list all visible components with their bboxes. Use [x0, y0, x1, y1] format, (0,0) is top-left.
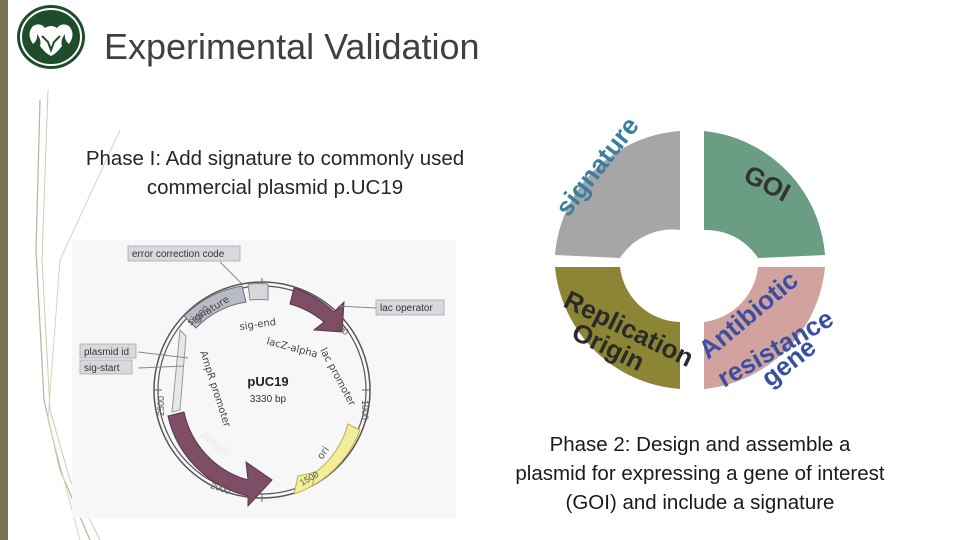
signature-segment	[555, 131, 680, 258]
phase2-line3: (GOI) and include a signature	[565, 491, 835, 514]
ampr-arrow	[167, 411, 273, 508]
error-correction-code-label: error correction code	[132, 249, 225, 260]
slide-title: Experimental Validation	[104, 26, 480, 67]
tick-2500: 2500	[156, 396, 166, 416]
antibiotic-segment	[704, 267, 825, 389]
phase2-caption: Phase 2: Design and assemble a plasmid f…	[470, 430, 930, 517]
lac-operator-label: lac operator	[380, 303, 433, 314]
university-logo	[16, 4, 86, 70]
plasmid-id-label: plasmid id	[84, 347, 129, 358]
phase2-line1: Phase 2: Design and assemble a	[549, 433, 851, 456]
tick-1000: 1000	[360, 400, 370, 420]
sig-start-label: sig-start	[84, 363, 120, 374]
lacz-alpha-arrow	[289, 287, 345, 333]
phase1-caption: Phase I: Add signature to commonly used …	[40, 144, 510, 202]
phase1-line1: Phase I: Add signature to commonly used	[85, 147, 465, 170]
signature-feature	[183, 285, 247, 329]
plasmid-map-figure: error correction code plasmid id sig-sta…	[72, 240, 456, 518]
phase2-line2: plasmid for expressing a gene of interes…	[515, 462, 885, 485]
sig-end-feature	[247, 283, 269, 301]
sig-end-label: sig-end	[239, 317, 277, 333]
goi-segment	[704, 131, 825, 258]
replication-segment	[555, 267, 680, 389]
plasmid-name: pUC19	[247, 374, 288, 389]
plasmid-size: 3330 bp	[250, 394, 287, 405]
plasmid-component-ring: signature GOI Antibiotic resistance gene…	[520, 110, 860, 440]
phase1-line2: commercial plasmid p.UC19	[146, 176, 404, 199]
